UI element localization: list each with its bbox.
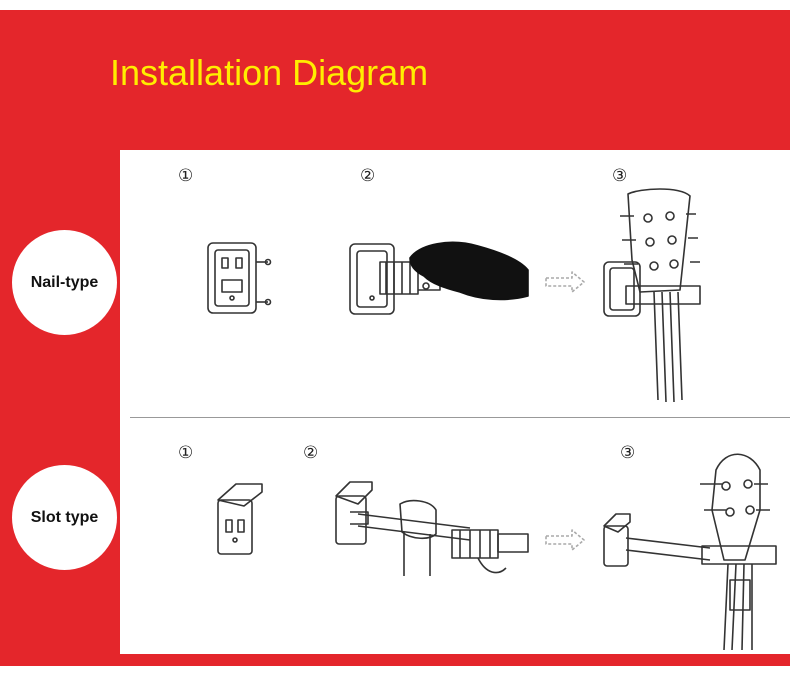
slot-bracket-illustration <box>217 483 263 555</box>
nail-step-2-number: ② <box>360 166 376 186</box>
diagram-title: Installation Diagram <box>110 52 429 93</box>
slot-arrow-icon <box>545 529 585 551</box>
slot-step-3-number: ③ <box>620 443 636 463</box>
slot-type-badge: Slot type <box>12 465 117 570</box>
bottom-band <box>0 654 790 666</box>
header-band <box>0 10 790 150</box>
slot-step-1-number: ① <box>178 443 194 463</box>
slot-pole-insert-illustration <box>335 481 529 576</box>
nail-step-1-number: ① <box>178 166 194 186</box>
nail-wall-plate-illustration <box>207 242 272 314</box>
nail-step-3-number: ③ <box>612 166 628 186</box>
slot-step-2-number: ② <box>303 443 319 463</box>
section-divider <box>130 417 790 418</box>
nail-type-label: Nail-type <box>30 273 99 291</box>
nail-type-badge: Nail-type <box>12 230 117 335</box>
nail-guitar-hung-illustration <box>603 188 701 403</box>
hand-silhouette <box>409 241 529 301</box>
slot-guitar-hung-illustration <box>603 453 777 651</box>
slot-type-label: Slot type <box>30 508 99 526</box>
nail-arrow-icon <box>545 271 585 293</box>
diagram-panel <box>120 150 790 654</box>
